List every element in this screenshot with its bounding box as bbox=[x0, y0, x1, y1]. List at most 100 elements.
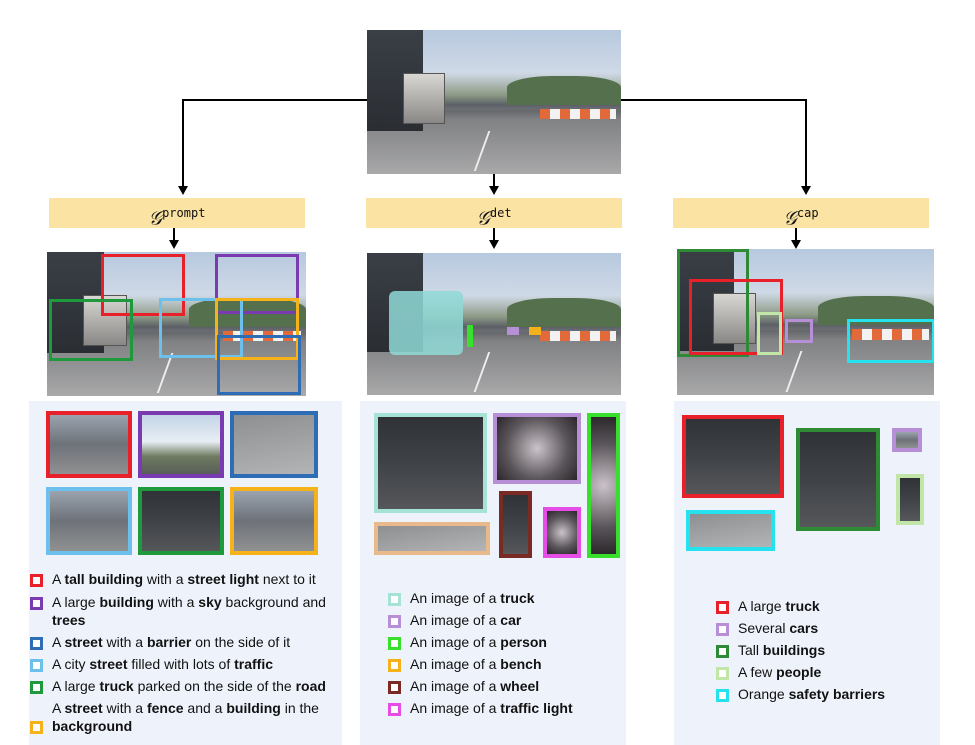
arrowhead-cap-down bbox=[791, 240, 801, 249]
legend-color-square bbox=[716, 689, 729, 702]
det-mask-person bbox=[467, 325, 473, 347]
det-mask-car bbox=[507, 327, 519, 335]
prompt-crop-lightblue bbox=[46, 487, 132, 555]
legend-text-part: with a bbox=[102, 634, 147, 650]
legend-color-square bbox=[30, 681, 43, 694]
det-crop-person bbox=[587, 413, 620, 558]
legend-text-part: in the bbox=[280, 700, 319, 716]
prompt-bbox-orange bbox=[215, 298, 299, 360]
legend-text: An image of a wheel bbox=[410, 678, 539, 695]
legend-text-part: truck bbox=[99, 678, 134, 694]
legend-text-part: A city bbox=[52, 656, 90, 672]
cap-crop-cars bbox=[892, 428, 922, 452]
legend-text-part: An image of a bbox=[410, 700, 501, 716]
generator-cap-base: 𝒢 bbox=[783, 207, 797, 230]
connector-left-vertical bbox=[182, 99, 184, 187]
prompt-bbox-lightblue bbox=[159, 298, 243, 358]
legend-color-square bbox=[716, 667, 729, 680]
legend-text-part: filled with lots of bbox=[127, 656, 235, 672]
det-mask-truck bbox=[389, 291, 463, 355]
legend-text-part: A large bbox=[52, 678, 100, 694]
generator-det-box: 𝒢det bbox=[366, 198, 622, 230]
legend-text: A large truck bbox=[738, 598, 820, 615]
legend-text-part: parked on the side of the bbox=[133, 678, 296, 694]
legend-text-part: on the side of it bbox=[191, 634, 291, 650]
generator-cap-sup: cap bbox=[796, 206, 819, 220]
det-annotated-image bbox=[367, 253, 621, 395]
legend-text-part: road bbox=[295, 678, 326, 694]
legend-text: A tall building with a street light next… bbox=[52, 571, 316, 588]
arrowhead-left bbox=[178, 186, 188, 195]
legend-text-part: building bbox=[99, 594, 154, 610]
legend-text: An image of a bench bbox=[410, 656, 542, 673]
legend-text-part: An image of a bbox=[410, 590, 501, 606]
generator-det-sup: det bbox=[489, 206, 512, 220]
legend-text-part: people bbox=[776, 664, 822, 680]
legend-color-square bbox=[716, 645, 729, 658]
generator-det-base: 𝒢 bbox=[476, 207, 490, 230]
legend-text: A large truck parked on the side of the … bbox=[52, 678, 326, 695]
legend-color-square bbox=[30, 637, 43, 650]
prompt-crop-blue bbox=[230, 411, 318, 478]
legend-text-part: Several bbox=[738, 620, 790, 636]
legend-text: A large building with a sky background a… bbox=[52, 594, 326, 611]
legend-text: background bbox=[52, 718, 132, 735]
legend-color-square bbox=[30, 721, 43, 734]
legend-text: Tall buildings bbox=[738, 642, 825, 659]
legend-color-square bbox=[388, 659, 401, 672]
det-crop-bench bbox=[374, 522, 490, 555]
generator-prompt-sup: prompt bbox=[162, 206, 206, 220]
arrow-cap-down bbox=[795, 228, 797, 242]
legend-text: An image of a person bbox=[410, 634, 547, 651]
cap-bbox-lavender bbox=[785, 319, 813, 343]
det-crop-traffic-light bbox=[543, 507, 581, 558]
legend-text-part: trees bbox=[52, 612, 86, 628]
det-mask-bench bbox=[529, 327, 541, 335]
legend-color-square bbox=[388, 703, 401, 716]
legend-text: Orange safety barriers bbox=[738, 686, 885, 703]
legend-text-part: street light bbox=[187, 571, 259, 587]
arrowhead-right bbox=[801, 186, 811, 195]
legend-text-part: traffic light bbox=[500, 700, 573, 716]
det-crop-truck bbox=[374, 413, 487, 513]
cap-bbox-cyan bbox=[847, 319, 934, 363]
legend-text: A city street filled with lots of traffi… bbox=[52, 656, 273, 673]
legend-color-square bbox=[388, 615, 401, 628]
legend-text-part: A bbox=[52, 634, 65, 650]
legend-text-part: with a bbox=[102, 700, 147, 716]
legend-text-part: and a bbox=[183, 700, 227, 716]
legend-color-square bbox=[30, 597, 43, 610]
legend-text-part: traffic bbox=[234, 656, 274, 672]
legend-text-part: cars bbox=[789, 620, 819, 636]
legend-text: A street with a barrier on the side of i… bbox=[52, 634, 290, 651]
legend-text-part: street bbox=[89, 656, 128, 672]
legend-text-part: Orange bbox=[738, 686, 789, 702]
det-crop-wheel bbox=[499, 491, 532, 558]
prompt-bbox-green bbox=[49, 299, 133, 361]
legend-text-part: wheel bbox=[500, 678, 540, 694]
legend-text-part: street bbox=[64, 700, 103, 716]
legend-color-square bbox=[716, 623, 729, 636]
cap-crop-people bbox=[896, 474, 924, 525]
legend-text-part: An image of a bbox=[410, 612, 501, 628]
legend-text-part: A bbox=[52, 571, 65, 587]
legend-text: An image of a traffic light bbox=[410, 700, 573, 717]
legend-color-square bbox=[30, 659, 43, 672]
legend-text-part: background bbox=[52, 718, 133, 734]
legend-color-square bbox=[388, 593, 401, 606]
legend-text-part: A few bbox=[738, 664, 777, 680]
cap-bbox-darkgreen bbox=[677, 249, 749, 357]
legend-text-part: A large bbox=[738, 598, 786, 614]
legend-text-part: fence bbox=[146, 700, 184, 716]
legend-text: Several cars bbox=[738, 620, 818, 637]
arrow-prompt-down bbox=[173, 228, 175, 242]
cap-annotated-image bbox=[677, 249, 934, 395]
arrowhead-det-down bbox=[489, 240, 499, 249]
legend-text-part: Tall bbox=[738, 642, 763, 658]
generator-prompt-base: 𝒢 bbox=[148, 207, 163, 230]
legend-text: An image of a truck bbox=[410, 590, 535, 607]
legend-text-part: tall building bbox=[64, 571, 144, 587]
legend-text-part: next to it bbox=[258, 571, 316, 587]
legend-text-part: barrier bbox=[146, 634, 192, 650]
cap-crop-barriers bbox=[686, 510, 775, 551]
